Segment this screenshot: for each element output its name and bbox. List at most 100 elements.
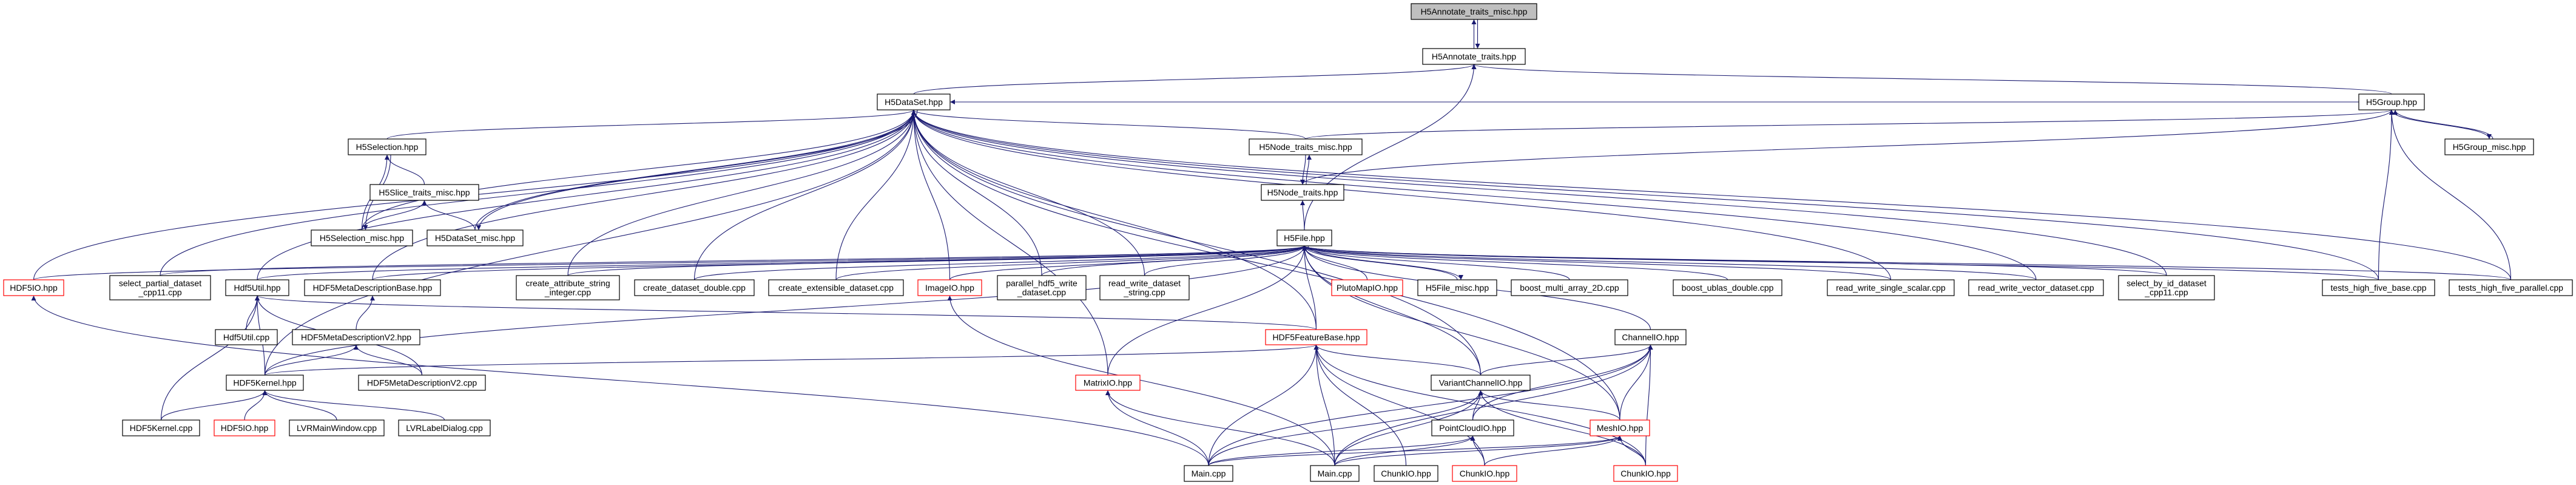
node-label: LVRMainWindow.cpp xyxy=(297,423,377,433)
node-box xyxy=(1590,419,1650,436)
edge-file-to-file_misc xyxy=(1307,245,1463,280)
node-box xyxy=(1431,375,1531,391)
edge-create_ext-to-dataset xyxy=(835,109,916,280)
node-parallel[interactable]: parallel_hdf5_write_dataset.cpp xyxy=(997,275,1087,300)
node-hdf5kernel[interactable]: HDF5Kernel.hpp xyxy=(226,375,304,391)
edge-meshio-to-channelio xyxy=(1619,344,1653,421)
node-label: HDF5IO.hpp xyxy=(10,283,58,293)
edge-lvr_label-to-hdf5kernel xyxy=(262,390,445,421)
node-meshio[interactable]: MeshIO.hpp xyxy=(1590,419,1650,436)
edge-hdf5kernel-to-file xyxy=(264,245,1307,376)
node-main2[interactable]: Main.cpp xyxy=(1310,465,1360,482)
node-dataset_misc[interactable]: H5DataSet_misc.hpp xyxy=(427,229,524,246)
node-slice_misc[interactable]: H5Slice_traits_misc.hpp xyxy=(369,184,479,201)
node-label: ImageIO.hpp xyxy=(925,283,974,293)
node-node_misc[interactable]: H5Node_traits_misc.hpp xyxy=(1249,138,1363,155)
node-box xyxy=(225,279,289,296)
edge-group-to-annot xyxy=(1472,64,2392,95)
node-variant[interactable]: VariantChannelIO.hpp xyxy=(1431,375,1531,391)
node-rw_vector[interactable]: read_write_vector_dataset.cpp xyxy=(1968,279,2104,296)
node-label: H5Slice_traits_misc.hpp xyxy=(379,188,470,197)
node-create_attr[interactable]: create_attribute_string_integer.cpp xyxy=(516,275,620,300)
node-pluto[interactable]: PlutoMapIO.hpp xyxy=(1331,279,1403,296)
edge-hdf5kernel-to-featurebase xyxy=(264,344,1318,376)
node-group[interactable]: H5Group.hpp xyxy=(2358,93,2425,110)
edge-meshio-to-file xyxy=(1302,245,1620,421)
node-hdf5util_cpp[interactable]: Hdf5Util.cpp xyxy=(215,329,278,345)
node-box xyxy=(2449,279,2573,296)
node-rw_scalar[interactable]: read_write_single_scalar.cpp xyxy=(1827,279,1955,296)
edge-rw_string-to-file xyxy=(1144,245,1307,276)
node-tests_base[interactable]: tests_high_five_base.cpp xyxy=(2322,279,2435,296)
node-lvr_main[interactable]: LVRMainWindow.cpp xyxy=(289,419,385,436)
node-annot_misc[interactable]: H5Annotate_traits_misc.hpp xyxy=(1411,3,1537,20)
edge-main1-to-matrixio xyxy=(1105,390,1209,466)
node-tests_parallel[interactable]: tests_high_five_parallel.cpp xyxy=(2449,279,2573,296)
node-dataset[interactable]: H5DataSet.hpp xyxy=(877,93,951,110)
edge-node_traits-to-node_misc xyxy=(1306,154,1312,185)
node-chunk3[interactable]: ChunkIO.hpp xyxy=(1613,465,1678,482)
node-label: Hdf5Util.hpp xyxy=(234,283,280,293)
edge-group-to-node_traits xyxy=(1300,109,2392,185)
edge-main2-to-imageio xyxy=(947,295,1335,466)
edge-dataset_misc-to-slice_misc xyxy=(422,200,476,231)
edge-group-to-group_misc xyxy=(2391,109,2492,140)
node-label: read_write_vector_dataset.cpp xyxy=(1978,283,2094,293)
node-box xyxy=(226,375,304,391)
node-matrixio[interactable]: MatrixIO.hpp xyxy=(1075,375,1141,391)
edge-create_ext-to-file xyxy=(835,245,1307,280)
edge-main2-to-channelio xyxy=(1334,344,1653,466)
node-label: read_write_dataset xyxy=(1108,279,1181,288)
node-selection[interactable]: H5Selection.hpp xyxy=(348,138,427,155)
edge-group_misc-to-group xyxy=(2393,109,2493,140)
node-box xyxy=(1968,279,2104,296)
edge-selection-to-dataset xyxy=(386,109,916,140)
edge-node_misc-to-node_traits xyxy=(1300,154,1306,185)
node-chunk1[interactable]: ChunkIO.hpp xyxy=(1374,465,1438,482)
node-boost_ublas[interactable]: boost_ublas_double.cpp xyxy=(1673,279,1782,296)
node-imageio[interactable]: ImageIO.hpp xyxy=(917,279,982,296)
node-channelio[interactable]: ChannelIO.hpp xyxy=(1614,329,1687,345)
edge-variant-to-featurebase xyxy=(1313,344,1482,376)
node-label: create_extensible_dataset.cpp xyxy=(778,283,894,293)
edge-matrixio-to-file xyxy=(1107,245,1307,376)
node-pointcloud[interactable]: PointCloudIO.hpp xyxy=(1431,419,1514,436)
node-file[interactable]: H5File.hpp xyxy=(1276,229,1332,246)
node-boost_multi[interactable]: boost_multi_array_2D.cpp xyxy=(1511,279,1628,296)
node-hdf5io_bot[interactable]: HDF5IO.hpp xyxy=(214,419,275,436)
node-box xyxy=(1673,279,1782,296)
edge-chunk2-to-featurebase xyxy=(1313,344,1485,466)
node-box xyxy=(292,329,420,345)
node-box xyxy=(1431,419,1514,436)
node-chunk2[interactable]: ChunkIO.hpp xyxy=(1452,465,1517,482)
node-select_partial[interactable]: select_partial_dataset_cpp11.cpp xyxy=(109,275,211,300)
node-metabase[interactable]: HDF5MetaDescriptionBase.hpp xyxy=(304,279,441,296)
node-label: H5Node_traits_misc.hpp xyxy=(1259,142,1352,152)
node-meta_v2_hpp[interactable]: HDF5MetaDescriptionV2.hpp xyxy=(292,329,420,345)
node-rw_string[interactable]: read_write_dataset_string.cpp xyxy=(1099,275,1190,300)
node-main1[interactable]: Main.cpp xyxy=(1184,465,1233,482)
node-box xyxy=(1417,279,1497,296)
node-hdf5kernel_cpp[interactable]: HDF5Kernel.cpp xyxy=(122,419,200,436)
node-lvr_label[interactable]: LVRLabelDialog.cpp xyxy=(398,419,491,436)
node-box xyxy=(369,184,479,201)
edge-hdf5util-to-dataset xyxy=(257,109,916,280)
node-hdf5io_top[interactable]: HDF5IO.hpp xyxy=(3,279,64,296)
edge-chunk3-to-channelio xyxy=(1645,344,1653,466)
node-label: ChannelIO.hpp xyxy=(1622,333,1679,342)
node-featurebase[interactable]: HDF5FeatureBase.hpp xyxy=(1265,329,1367,345)
node-create_double[interactable]: create_dataset_double.cpp xyxy=(634,279,755,296)
edge-tests_parallel-to-group xyxy=(2389,109,2512,280)
node-group_misc[interactable]: H5Group_misc.hpp xyxy=(2444,138,2534,155)
node-file_misc[interactable]: H5File_misc.hpp xyxy=(1417,279,1497,296)
node-node_traits[interactable]: H5Node_traits.hpp xyxy=(1261,184,1344,201)
node-create_ext[interactable]: create_extensible_dataset.cpp xyxy=(768,279,904,296)
node-annot[interactable]: H5Annotate_traits.hpp xyxy=(1422,48,1526,65)
edge-lvr_main-to-hdf5kernel xyxy=(262,390,337,421)
edge-selection_misc-to-dataset xyxy=(361,109,916,231)
node-select_by_id[interactable]: select_by_id_dataset_cpp11.cpp xyxy=(2118,275,2215,300)
node-hdf5util[interactable]: Hdf5Util.hpp xyxy=(225,279,289,296)
node-selection_misc[interactable]: H5Selection_misc.hpp xyxy=(311,229,413,246)
node-box xyxy=(1422,48,1526,65)
node-meta_v2_cpp[interactable]: HDF5MetaDescriptionV2.cpp xyxy=(358,375,486,391)
